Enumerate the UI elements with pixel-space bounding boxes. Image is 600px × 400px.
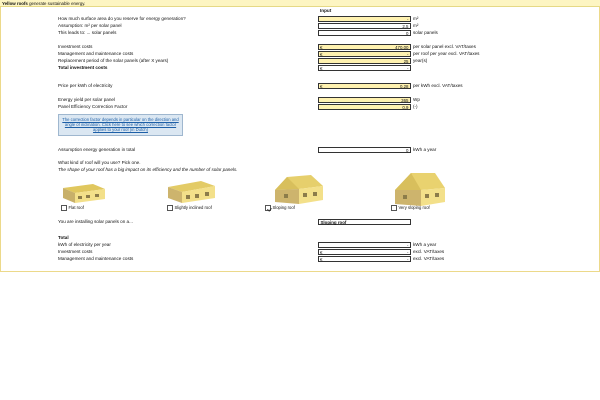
efficiency-label: Panel Efficiency Correction Factor xyxy=(58,104,128,109)
surface-question-label: How much surface area do you reserve for… xyxy=(58,16,186,21)
sloping-roof-checkbox[interactable] xyxy=(265,205,271,211)
price-unit: per kWh excl. VAT/taxes xyxy=(413,83,463,88)
total-maintenance-label: Management and maintenance costs xyxy=(58,256,134,261)
assumption-unit: m² xyxy=(413,23,419,28)
total-maintenance-unit: excl. VAT/taxes xyxy=(413,256,445,261)
flat-roof-label: Flat roof xyxy=(68,205,84,210)
solar-panels-count: 0 xyxy=(318,30,411,36)
slightly-inclined-roof-label: Slightly inclined roof xyxy=(174,205,212,210)
assumption-label: Assumption: m² per solar panel xyxy=(58,23,122,28)
efficiency-input[interactable]: 0,9 xyxy=(318,104,411,110)
total-kwh-value: - xyxy=(318,242,411,248)
very-sloping-roof-checkbox[interactable] xyxy=(391,205,397,211)
maintenance-label: Management and maintenance costs xyxy=(58,51,134,56)
roof-subtitle: The shape of your roof has a big impact … xyxy=(58,167,238,172)
installing-label: You are installing solar panels on a... xyxy=(58,219,133,224)
energy-total-unit: kWh a year xyxy=(413,147,437,152)
leads-to-label: This leads to: ... solar panels xyxy=(58,30,117,35)
price-label: Price per kWh of electricity xyxy=(58,83,113,88)
yield-input[interactable]: 365 xyxy=(318,97,411,103)
selected-roof-value: Sloping roof xyxy=(318,219,411,225)
roof-option-sloping[interactable]: Sloping roof xyxy=(265,205,295,211)
total-investment-costs-unit: excl. VAT/taxes xyxy=(413,249,445,254)
sloping-roof-label: Sloping roof xyxy=(272,205,295,210)
total-investment-value: €- xyxy=(318,65,411,71)
sloping-roof-house-image xyxy=(275,175,323,204)
total-maintenance-value: €- xyxy=(318,256,411,262)
assumption-input[interactable]: 2,5 xyxy=(318,23,411,29)
flat-roof-checkbox[interactable] xyxy=(61,205,67,211)
very-sloping-roof-label: Very sloping roof xyxy=(398,205,430,210)
correction-factor-link[interactable]: The correction factor depends in particu… xyxy=(58,114,183,136)
roof-option-very-sloping[interactable]: Very sloping roof xyxy=(391,205,430,211)
input-column-header: Input xyxy=(320,8,332,13)
flat-roof-house-image xyxy=(63,184,105,203)
maintenance-input[interactable]: €- xyxy=(318,51,411,57)
slightly-inclined-roof-checkbox[interactable] xyxy=(167,205,173,211)
total-kwh-label: kWh of electricity per year xyxy=(58,242,111,247)
yield-unit: Wp xyxy=(413,97,420,102)
surface-input[interactable]: - xyxy=(318,16,411,22)
solar-panels-unit: solar panels xyxy=(413,30,438,35)
investment-input[interactable]: €470,00 xyxy=(318,44,411,50)
total-investment-label: Total investment costs xyxy=(58,65,108,70)
energy-total-value: 0 xyxy=(318,147,411,153)
replacement-input[interactable]: 25 xyxy=(318,58,411,64)
investment-label: Investment costs xyxy=(58,44,93,49)
total-kwh-unit: kWh a year xyxy=(413,242,437,247)
roof-question-label: What kind of roof will you use? Pick one… xyxy=(58,160,141,165)
surface-unit: m² xyxy=(413,16,419,21)
banner-bold-text: Yellow roofs xyxy=(2,1,28,7)
slightly-inclined-roof-house-image xyxy=(168,181,215,203)
efficiency-unit: (-) xyxy=(413,104,418,109)
total-investment-costs-value: €- xyxy=(318,249,411,255)
replacement-label: Replacement period of the solar panels (… xyxy=(58,58,169,63)
totals-title: Total xyxy=(58,235,69,240)
total-investment-costs-label: Investment costs xyxy=(58,249,93,254)
replacement-unit: year(s) xyxy=(413,58,428,63)
investment-unit: per solar panel excl. VAT/taxes xyxy=(413,44,476,49)
title-banner: Yellow roofs generate sustainable energy… xyxy=(0,0,600,7)
banner-text: generate sustainable energy. xyxy=(27,1,86,7)
yield-label: Energy yield per solar panel xyxy=(58,97,115,102)
maintenance-unit: per roof per year excl. VAT/taxes xyxy=(413,51,480,56)
spreadsheet-area: Input How much surface area do you reser… xyxy=(0,7,600,272)
price-input[interactable]: €0,28 xyxy=(318,83,411,89)
roof-option-slightly-inclined[interactable]: Slightly inclined roof xyxy=(167,205,212,211)
very-sloping-roof-house-image xyxy=(395,173,445,206)
roof-option-flat[interactable]: Flat roof xyxy=(61,205,84,211)
energy-total-label: Assumption energy generation in total xyxy=(58,147,136,152)
